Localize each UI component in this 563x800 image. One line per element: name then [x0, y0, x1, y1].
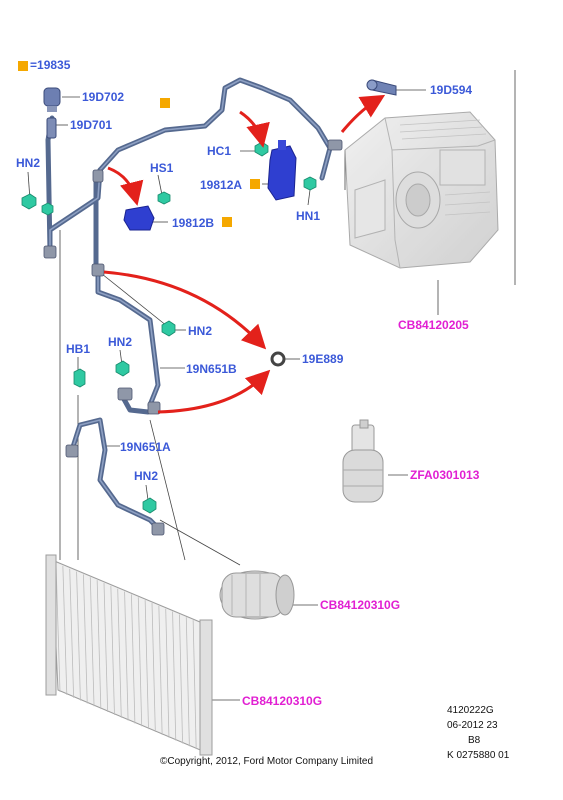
condenser-fin — [69, 568, 75, 698]
orange-square-icon — [250, 179, 260, 189]
condenser-fin — [83, 574, 88, 704]
catalog-cb84120310g-compressor[interactable]: CB84120310G — [320, 598, 401, 612]
label-19812b[interactable]: 19812B — [172, 216, 215, 230]
label-19812a[interactable]: 19812A — [200, 178, 243, 192]
condenser-fin — [192, 620, 197, 750]
legend-equals: = — [30, 58, 38, 72]
catalog-zfa0301013[interactable]: ZFA0301013 — [410, 468, 480, 482]
label-hn2-left[interactable]: HN2 — [108, 335, 133, 349]
drawing-date: 06-2012 23 — [447, 720, 498, 731]
copyright-notice: ©Copyright, 2012, Ford Motor Company Lim… — [160, 756, 374, 767]
hose-fittings — [43, 139, 343, 536]
leader-lines — [27, 70, 516, 701]
accumulator-19812a — [267, 140, 297, 201]
drawing-reference: K 0275880 01 — [447, 750, 510, 761]
legend-text: =19835 — [30, 58, 70, 72]
condenser-fin — [185, 617, 190, 747]
label-19d594[interactable]: 19D594 — [430, 83, 473, 97]
receiver-drier — [342, 419, 384, 503]
catalog-cb84120205[interactable]: CB84120205 — [398, 318, 469, 332]
flow-arrows — [103, 94, 386, 414]
label-hn2-top[interactable]: HN2 — [16, 156, 41, 170]
compressor — [219, 570, 295, 620]
valve-19d701 — [46, 117, 57, 139]
catalog-cb84120310g-condenser[interactable]: CB84120310G — [242, 694, 323, 708]
label-19n651b[interactable]: 19N651B — [186, 362, 237, 376]
condenser-fin — [76, 571, 81, 701]
label-hb1[interactable]: HB1 — [66, 342, 91, 356]
condenser-fin — [137, 597, 143, 727]
condenser-fin — [165, 608, 170, 738]
legend-code: 19835 — [37, 58, 71, 72]
label-hn1[interactable]: HN1 — [296, 209, 321, 223]
condenser-fin — [110, 585, 115, 715]
orange-square-icon — [222, 217, 232, 227]
condenser-fin — [179, 614, 183, 744]
condenser-fin — [144, 600, 149, 730]
condenser-fin — [124, 591, 129, 721]
condenser-fin — [158, 605, 163, 735]
condenser-fin — [103, 582, 109, 713]
label-19d702[interactable]: 19D702 — [82, 90, 125, 104]
condenser-fin — [172, 611, 177, 741]
drawing-number: 4120222G — [447, 705, 494, 716]
label-19n651a[interactable]: 19N651A — [120, 440, 171, 454]
condenser-fin — [62, 565, 68, 695]
seal-ring-19e889 — [270, 351, 286, 367]
label-hn2-low[interactable]: HN2 — [134, 469, 159, 483]
label-19e889[interactable]: 19E889 — [302, 352, 344, 366]
label-hn2-mid[interactable]: HN2 — [188, 324, 213, 338]
orange-square-icon — [18, 61, 28, 71]
condenser-fin — [131, 594, 136, 724]
label-19d701[interactable]: 19D701 — [70, 118, 113, 132]
condenser-fin — [96, 580, 102, 710]
drawing-variant: B8 — [468, 735, 481, 746]
orange-square-icon — [160, 98, 170, 108]
label-hs1[interactable]: HS1 — [150, 161, 174, 175]
label-hc1[interactable]: HC1 — [207, 144, 232, 158]
hvac-unit — [344, 111, 499, 269]
condenser-fin — [89, 577, 95, 707]
condenser — [45, 554, 213, 756]
valve-19d594 — [366, 79, 397, 96]
condenser-fin — [151, 602, 156, 733]
condenser-fin — [117, 588, 122, 718]
condenser-fin — [55, 562, 61, 693]
pressure-sensor-19d702 — [43, 87, 61, 112]
clips — [21, 141, 317, 514]
bracket-19812b — [123, 205, 155, 231]
